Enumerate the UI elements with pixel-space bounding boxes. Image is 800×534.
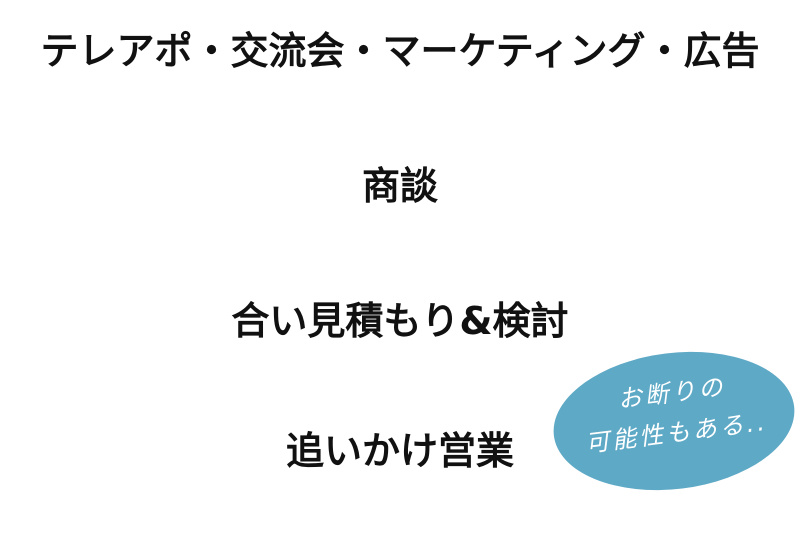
step-negotiation: 商談 [361, 164, 438, 208]
step-quote-comparison: 合い見積もり&検討 [231, 299, 569, 343]
step-lead-generation: テレアポ・交流会・マーケティング・広告 [40, 29, 760, 73]
step-follow-up-sales: 追いかけ営業 [285, 429, 514, 473]
